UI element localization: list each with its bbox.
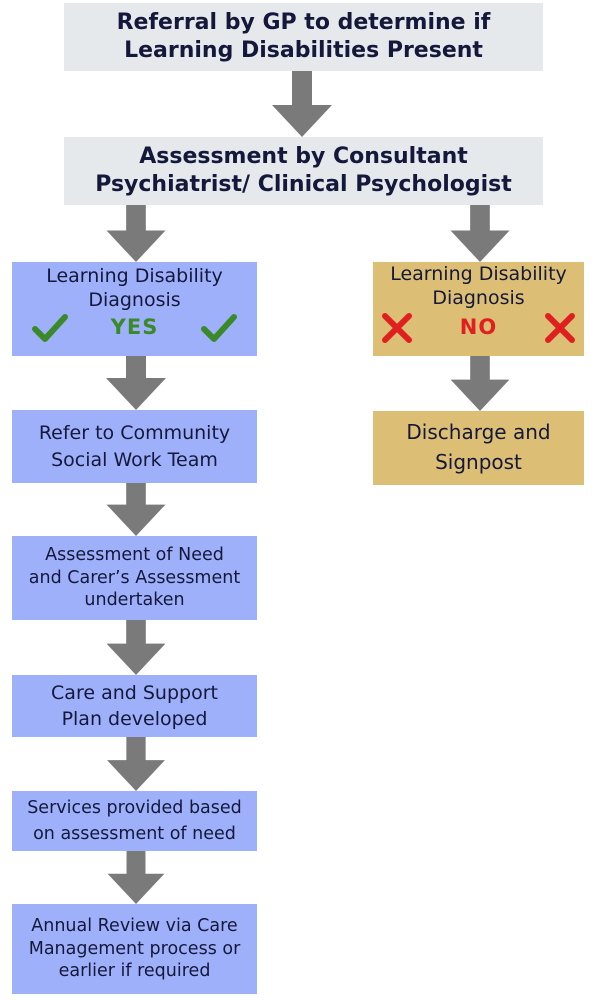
assessment-line-1: Assessment by Consultant xyxy=(139,143,468,169)
refer-line-2: Social Work Team xyxy=(51,449,218,471)
services-box: Services provided based on assessment of… xyxy=(12,791,257,851)
down-arrow-icon xyxy=(450,356,510,411)
discharge-line-1: Discharge and xyxy=(406,420,551,445)
plan-line-1: Care and Support xyxy=(51,681,218,704)
discharge-line-2: Signpost xyxy=(435,450,522,474)
need-line-1: Assessment of Need xyxy=(45,545,224,566)
diagnosis-no-result-row: NO xyxy=(373,312,584,343)
services-line-2: on assessment of need xyxy=(33,823,236,844)
diagnosis-yes-line-2: Diagnosis xyxy=(88,289,181,312)
referral-line-2: Learning Disabilities Present xyxy=(124,38,483,63)
assessment-box: Assessment by Consultant Psychiatrist/ C… xyxy=(64,137,543,205)
annual-review-box: Annual Review via Care Management proces… xyxy=(12,904,257,994)
down-arrow-icon xyxy=(106,205,166,262)
down-arrow-icon xyxy=(107,737,165,791)
need-line-3: undertaken xyxy=(84,590,185,611)
down-arrow-icon xyxy=(106,620,166,675)
diagnosis-yes-line-1: Learning Disability xyxy=(46,265,223,287)
assessment-of-need-box: Assessment of Need and Carer’s Assessmen… xyxy=(12,536,257,620)
refer-box: Refer to Community Social Work Team xyxy=(12,410,257,483)
diagnosis-yes-label: YES xyxy=(110,315,159,340)
diagnosis-no-box: Learning Disability Diagnosis NO xyxy=(373,262,584,356)
discharge-box: Discharge and Signpost xyxy=(373,411,584,485)
plan-line-2: Plan developed xyxy=(61,708,208,730)
down-arrow-icon xyxy=(106,356,166,410)
review-line-2: Management process or xyxy=(28,938,241,959)
services-line-1: Services provided based xyxy=(27,798,242,819)
down-arrow-icon xyxy=(107,851,165,904)
diagnosis-yes-result-row: YES xyxy=(12,313,257,343)
review-line-3: earlier if required xyxy=(58,961,211,982)
referral-box: Referral by GP to determine if Learning … xyxy=(64,3,543,71)
care-plan-box: Care and Support Plan developed xyxy=(12,675,257,737)
refer-line-1: Refer to Community xyxy=(38,421,231,444)
down-arrow-icon xyxy=(106,483,166,536)
need-line-2: and Carer’s Assessment xyxy=(28,567,241,588)
cross-icon xyxy=(382,312,412,343)
checkmark-icon xyxy=(201,313,237,342)
down-arrow-icon xyxy=(450,205,510,262)
referral-line-1: Referral by GP to determine if xyxy=(116,9,491,35)
diagnosis-no-line-1: Learning Disability xyxy=(390,263,567,285)
review-line-1: Annual Review via Care xyxy=(31,916,238,937)
diagnosis-yes-box: Learning Disability Diagnosis YES xyxy=(12,262,257,356)
diagnosis-no-label: NO xyxy=(459,315,498,340)
checkmark-icon xyxy=(32,313,68,342)
assessment-line-2: Psychiatrist/ Clinical Psychologist xyxy=(95,172,512,197)
cross-icon xyxy=(545,312,575,343)
diagnosis-no-line-2: Diagnosis xyxy=(432,287,525,310)
down-arrow-icon xyxy=(272,71,332,137)
